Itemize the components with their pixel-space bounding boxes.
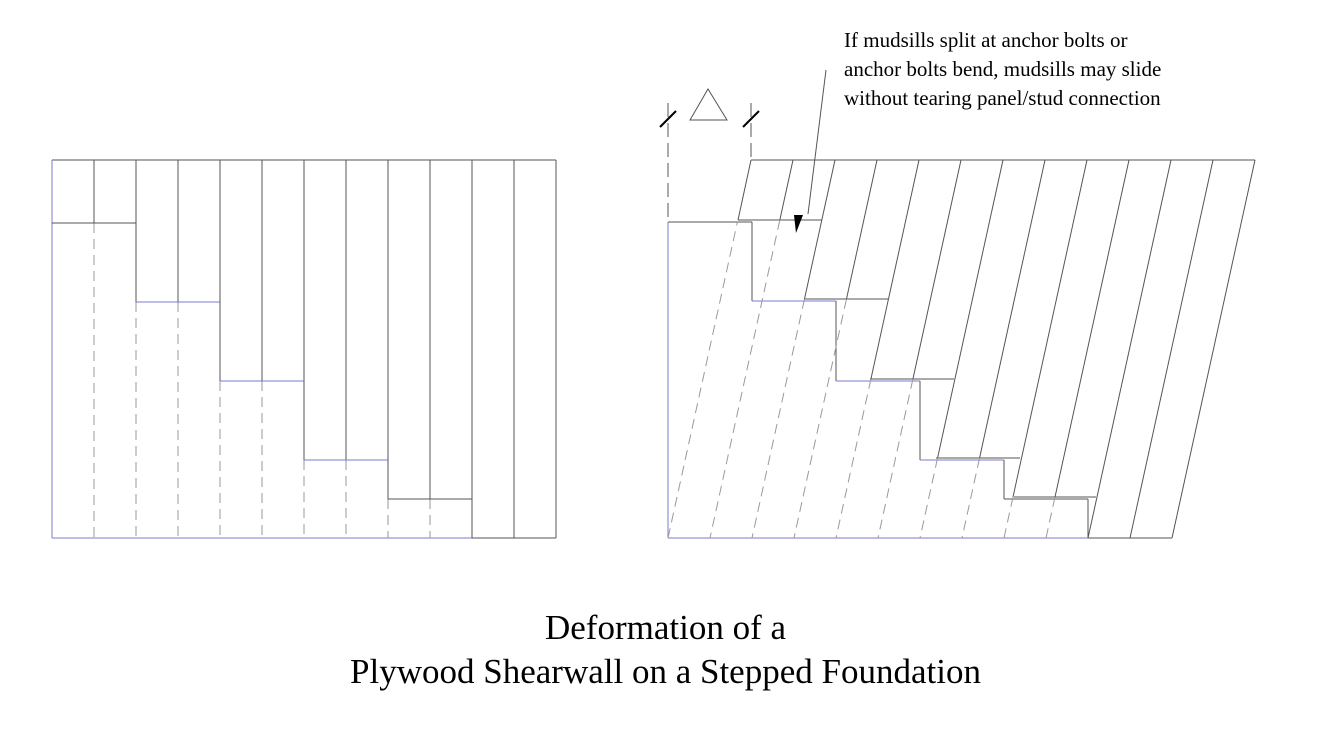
stud-hidden	[1003, 496, 1014, 539]
stud-hidden	[793, 298, 847, 539]
stud	[912, 159, 962, 380]
stud	[979, 159, 1046, 459]
deformed-shearwall	[667, 159, 1256, 539]
dimension-tick-left	[659, 110, 677, 128]
wall-left-edge	[737, 159, 752, 221]
stud	[845, 159, 878, 300]
dimension-tick-right	[742, 110, 760, 128]
annotation-line-2: anchor bolts bend, mudsills may slide	[844, 57, 1162, 81]
caption-line-2: Plywood Shearwall on a Stepped Foundatio…	[350, 652, 981, 691]
stud-hidden	[751, 298, 805, 539]
annotation-line-3: without tearing panel/stud connection	[844, 86, 1161, 110]
stud	[870, 159, 920, 380]
annotation-text: If mudsills split at anchor bolts or anc…	[844, 26, 1244, 113]
stud-hidden	[1045, 496, 1056, 539]
stud-hidden	[961, 457, 981, 539]
delta-triangle-icon	[689, 88, 728, 121]
stud-hidden	[835, 378, 872, 539]
leader-line	[807, 69, 827, 215]
caption-line-1: Deformation of a	[544, 608, 787, 647]
stud	[779, 159, 794, 221]
undeformed-shearwall	[51, 159, 557, 539]
stud	[1012, 159, 1088, 498]
stud-hidden	[919, 457, 939, 539]
stud-hidden	[877, 378, 914, 539]
stud	[1129, 159, 1214, 539]
annotation-leader	[794, 69, 827, 233]
stud	[1054, 159, 1130, 498]
stud	[937, 159, 1004, 459]
stud-hidden	[667, 221, 738, 539]
stud	[1087, 159, 1172, 539]
wall-right-edge	[1171, 159, 1256, 539]
annotation-line-1: If mudsills split at anchor bolts or	[844, 28, 1128, 52]
drift-dimension	[659, 88, 760, 222]
stud	[803, 159, 836, 300]
stud-hidden	[709, 219, 781, 539]
leader-arrowhead-icon	[794, 215, 803, 233]
